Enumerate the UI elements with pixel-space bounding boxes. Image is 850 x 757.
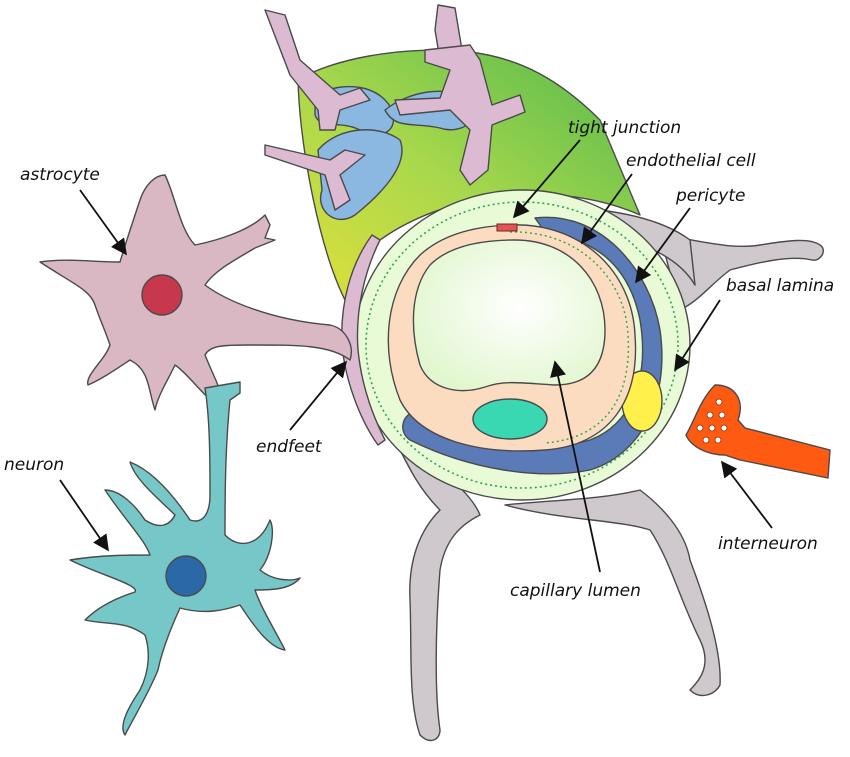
pericyte-band <box>402 216 663 475</box>
label-capillary-lumen: capillary lumen <box>510 581 641 601</box>
arrow-interneuron <box>721 460 773 529</box>
arrow-astrocyte <box>79 189 127 256</box>
astrocyte-processes-top <box>264 4 526 211</box>
astrocyte-endfoot <box>341 234 386 446</box>
arrow-endothelial-cell <box>581 173 633 245</box>
label-endfeet: endfeet <box>256 437 323 457</box>
arrow-tight-junction <box>512 139 581 219</box>
basal-lamina-dotted <box>365 201 679 489</box>
label-endothelial-cell: endothelial cell <box>626 151 756 171</box>
label-interneuron: interneuron <box>718 534 818 554</box>
astrocyte-nucleus <box>141 274 183 316</box>
capillary-lumen-area <box>412 239 606 392</box>
interneuron-vesicles <box>696 398 728 444</box>
neuron-nucleus <box>165 555 207 597</box>
astrocyte-cell <box>39 174 352 411</box>
arrow-neuron <box>59 479 109 552</box>
interneuron-cell <box>685 384 831 479</box>
label-astrocyte: astrocyte <box>20 165 100 185</box>
inner-dotted-line <box>509 231 630 444</box>
label-pericyte: pericyte <box>675 186 746 206</box>
label-basal-lamina: basal lamina <box>726 276 834 296</box>
tight-junction-mark <box>496 223 518 232</box>
arrow-endfeet <box>289 360 348 431</box>
label-tight-junction: tight junction <box>568 118 681 138</box>
arrow-basal-lamina <box>674 299 721 372</box>
arrow-capillary-lumen <box>550 360 601 573</box>
arrow-pericyte <box>635 207 691 284</box>
endothelial-nucleus <box>472 398 548 440</box>
label-neuron: neuron <box>4 455 64 475</box>
